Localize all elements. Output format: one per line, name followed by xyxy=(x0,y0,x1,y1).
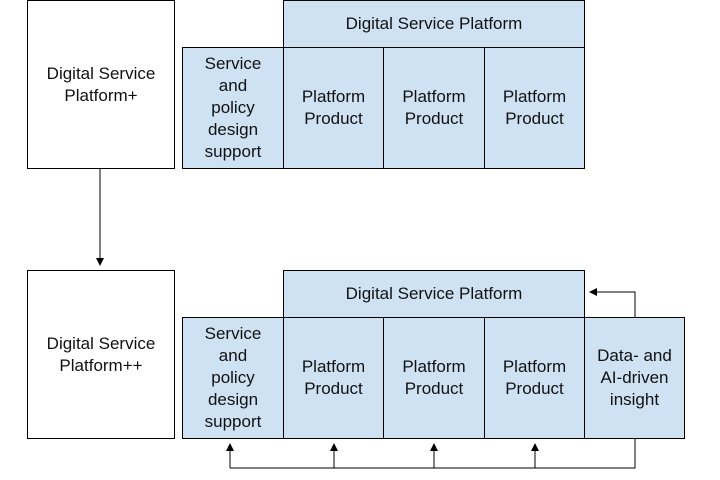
top-platform-header-label: Digital Service Platform xyxy=(345,14,523,33)
bottom-platform-header: Digital Service Platform xyxy=(283,270,585,318)
bottom-platform-header-label: Digital Service Platform xyxy=(345,284,523,303)
top-platform-header: Digital Service Platform xyxy=(283,0,585,48)
insight-feedback-bus xyxy=(230,439,636,469)
insight-to-header-connector xyxy=(589,288,636,317)
